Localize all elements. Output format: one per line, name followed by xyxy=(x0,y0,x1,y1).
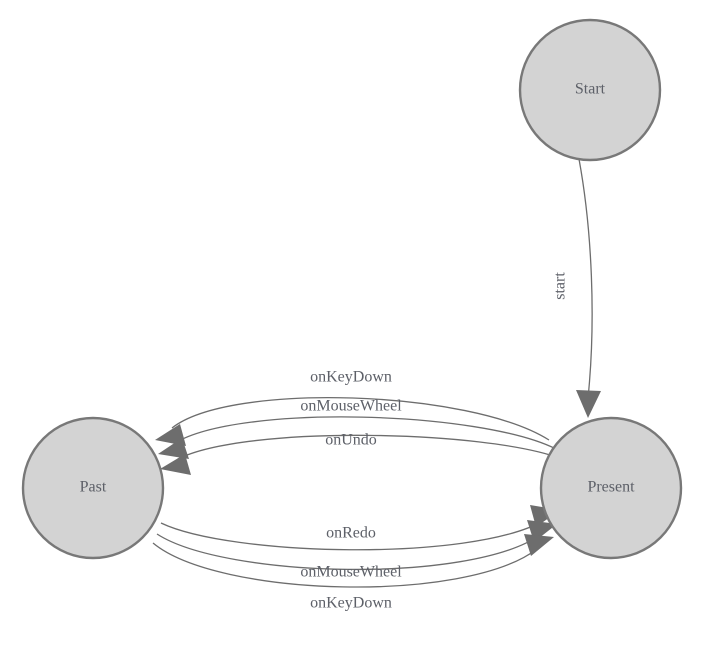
node-present[interactable]: Present xyxy=(539,416,683,560)
edge-label-lower-onredo: onRedo xyxy=(326,525,376,542)
edge-past-to-present-3-path xyxy=(152,542,538,588)
edge-past-to-present-onredo[interactable]: onRedo xyxy=(160,505,560,551)
edge-start-to-present[interactable]: start xyxy=(552,158,601,418)
edge-past-to-present-onkeydown[interactable]: onKeyDown xyxy=(152,534,554,612)
edge-present-to-past-1-path xyxy=(171,397,550,441)
node-past[interactable]: Past xyxy=(21,416,165,560)
edge-label-upper-onundo: onUndo xyxy=(325,432,377,449)
edge-present-to-past-onmousewheel[interactable]: onMouseWheel xyxy=(158,398,557,459)
arrowhead-into-past-2 xyxy=(158,438,189,459)
edge-past-to-present-1-path xyxy=(160,520,544,551)
node-start-circle xyxy=(518,18,662,162)
node-present-label: Present xyxy=(587,479,635,496)
edge-label-lower-onkeydown: onKeyDown xyxy=(310,595,392,612)
edge-label-upper-onmousewheel: onMouseWheel xyxy=(300,398,402,415)
node-present-circle xyxy=(539,416,683,560)
edge-label-lower-onmousewheel: onMouseWheel xyxy=(300,564,402,581)
arrowhead-into-present-top xyxy=(576,390,601,418)
node-past-label: Past xyxy=(80,479,107,496)
arrowhead-into-present-3 xyxy=(524,534,554,556)
edge-label-upper-onkeydown: onKeyDown xyxy=(310,369,392,386)
edge-present-to-past-onundo[interactable]: onUndo xyxy=(160,432,563,475)
edge-past-to-present-2-path xyxy=(156,533,541,571)
node-start-label: Start xyxy=(575,81,606,98)
edge-present-to-past-3-path xyxy=(177,434,563,460)
edge-start-to-present-path xyxy=(578,158,593,399)
node-start[interactable]: Start xyxy=(518,18,662,162)
node-past-circle xyxy=(21,416,165,560)
arrowhead-into-past-3 xyxy=(160,454,191,475)
edge-label-start: start xyxy=(552,272,569,300)
edge-present-to-past-2-path xyxy=(174,416,557,450)
